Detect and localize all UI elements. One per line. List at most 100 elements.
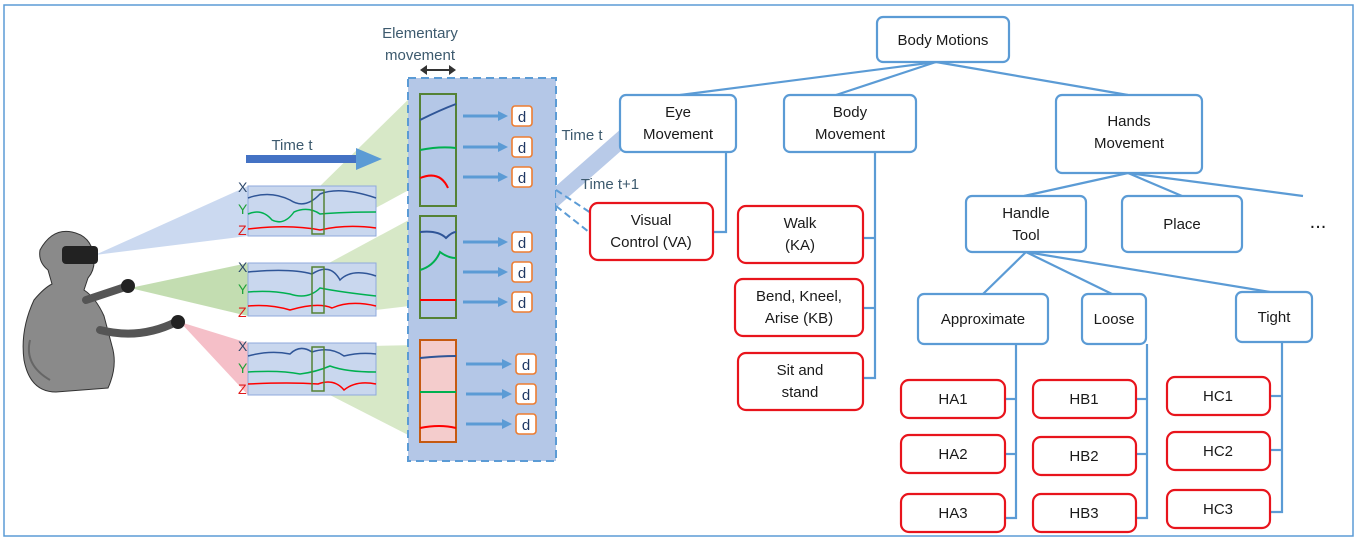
node-hands-label-2: Movement bbox=[1094, 135, 1165, 152]
node-hc1-label: HC1 bbox=[1203, 388, 1233, 405]
node-eye-label-1: Eye bbox=[665, 104, 691, 121]
window-1 bbox=[419, 93, 457, 207]
node-body-motions-label: Body Motions bbox=[898, 32, 989, 49]
red-beam bbox=[180, 322, 248, 395]
d-box bbox=[515, 353, 537, 375]
d-label: d bbox=[518, 109, 526, 126]
axis-z-label-2: Z bbox=[238, 304, 247, 320]
node-hb3-label: HB3 bbox=[1069, 505, 1098, 522]
node-place-label: Place bbox=[1163, 216, 1201, 233]
d-box bbox=[511, 261, 533, 283]
axis-x-label-2: X bbox=[238, 259, 248, 275]
node-approximate bbox=[916, 292, 1050, 346]
node-sit-label-1: Sit and bbox=[777, 362, 824, 379]
node-walk-label-1: Walk bbox=[784, 215, 817, 232]
d-arrows bbox=[463, 111, 512, 429]
d-label: d bbox=[518, 295, 526, 312]
node-body-movement bbox=[782, 93, 918, 154]
axis-y-label-3: Y bbox=[238, 360, 248, 376]
time-arrow-head bbox=[356, 148, 382, 170]
node-ha3 bbox=[899, 492, 1007, 534]
d-label: d bbox=[518, 265, 526, 282]
d-label: d bbox=[522, 387, 530, 404]
node-ha2-label: HA2 bbox=[938, 446, 967, 463]
node-walk-label-2: (KA) bbox=[785, 237, 815, 254]
node-visual-label-1: Visual bbox=[631, 212, 672, 229]
d-box bbox=[511, 136, 533, 158]
d-label: d bbox=[518, 140, 526, 157]
node-hc1 bbox=[1165, 375, 1272, 417]
node-handle-tool bbox=[964, 194, 1088, 254]
d-label: d bbox=[522, 357, 530, 374]
elementary-label: Elementary bbox=[382, 25, 458, 42]
node-bend-label-2: Arise (KB) bbox=[765, 310, 833, 327]
time-arrow-shaft bbox=[246, 155, 358, 163]
node-hb3 bbox=[1031, 492, 1138, 534]
node-ha1-label: HA1 bbox=[938, 391, 967, 408]
node-visual-control bbox=[588, 201, 715, 262]
node-handle-label-1: Handle bbox=[1002, 205, 1050, 222]
node-hc2-label: HC2 bbox=[1203, 443, 1233, 460]
axis-x-label-1: X bbox=[238, 179, 248, 195]
d-box bbox=[515, 383, 537, 405]
time-t1-label: Time t+1 bbox=[581, 176, 639, 193]
node-hc3-label: HC3 bbox=[1203, 501, 1233, 518]
axis-x-label-3: X bbox=[238, 338, 248, 354]
green-beam bbox=[130, 263, 248, 316]
node-place bbox=[1120, 194, 1244, 254]
elementary-arrow-right bbox=[449, 65, 456, 75]
d-box bbox=[511, 291, 533, 313]
node-handle-label-2: Tool bbox=[1012, 227, 1040, 244]
axis-z-label-1: Z bbox=[238, 222, 247, 238]
node-eye-label-2: Movement bbox=[643, 126, 714, 143]
node-hb2-label: HB2 bbox=[1069, 448, 1098, 465]
node-hb2 bbox=[1031, 435, 1138, 477]
axis-y-label-2: Y bbox=[238, 281, 248, 297]
node-loose-label: Loose bbox=[1094, 311, 1135, 328]
node-hands-label-1: Hands bbox=[1107, 113, 1150, 130]
node-bend-kneel-arise bbox=[733, 277, 865, 338]
node-loose bbox=[1080, 292, 1148, 346]
node-hc2 bbox=[1165, 430, 1272, 472]
node-hb1-label: HB1 bbox=[1069, 391, 1098, 408]
dashed-line-1 bbox=[555, 189, 595, 216]
d-label: d bbox=[518, 170, 526, 187]
node-body-label-2: Movement bbox=[815, 126, 886, 143]
blue-beam bbox=[95, 186, 248, 255]
tree-connectors bbox=[679, 60, 1304, 520]
d-box bbox=[511, 166, 533, 188]
node-eye-movement bbox=[618, 93, 738, 154]
axis-y-label-1: Y bbox=[238, 201, 248, 217]
time-t-label: Time t bbox=[271, 137, 313, 154]
more-ellipsis: ... bbox=[1310, 211, 1327, 233]
axis-z-label-3: Z bbox=[238, 381, 247, 397]
node-bend-label-1: Bend, Kneel, bbox=[756, 288, 842, 305]
movement-label: movement bbox=[385, 47, 456, 64]
node-tight bbox=[1234, 290, 1314, 344]
window-2 bbox=[419, 215, 457, 319]
mini-signal-panel-3 bbox=[247, 342, 377, 396]
mini-signal-panel-1 bbox=[247, 185, 377, 237]
node-visual-label-2: Control (VA) bbox=[610, 234, 691, 251]
d-label: d bbox=[522, 417, 530, 434]
window-3 bbox=[419, 339, 457, 443]
node-walk bbox=[736, 204, 865, 265]
node-sit-label-2: stand bbox=[782, 384, 819, 401]
node-ha2 bbox=[899, 433, 1007, 475]
d-label: d bbox=[518, 235, 526, 252]
mini-signal-panel-2 bbox=[247, 262, 377, 317]
dashed-line-2 bbox=[555, 205, 595, 237]
d-box bbox=[511, 105, 533, 127]
node-hc3 bbox=[1165, 488, 1272, 530]
node-sit-stand bbox=[736, 351, 865, 412]
node-approximate-label: Approximate bbox=[941, 311, 1025, 328]
node-hb1 bbox=[1031, 378, 1138, 420]
elementary-arrow-left bbox=[420, 65, 427, 75]
time-t-right-label: Time t bbox=[561, 127, 603, 144]
node-body-label-1: Body bbox=[833, 104, 868, 121]
person-vr-illustration bbox=[22, 230, 185, 393]
node-ha3-label: HA3 bbox=[938, 505, 967, 522]
outer-frame bbox=[3, 4, 1354, 537]
